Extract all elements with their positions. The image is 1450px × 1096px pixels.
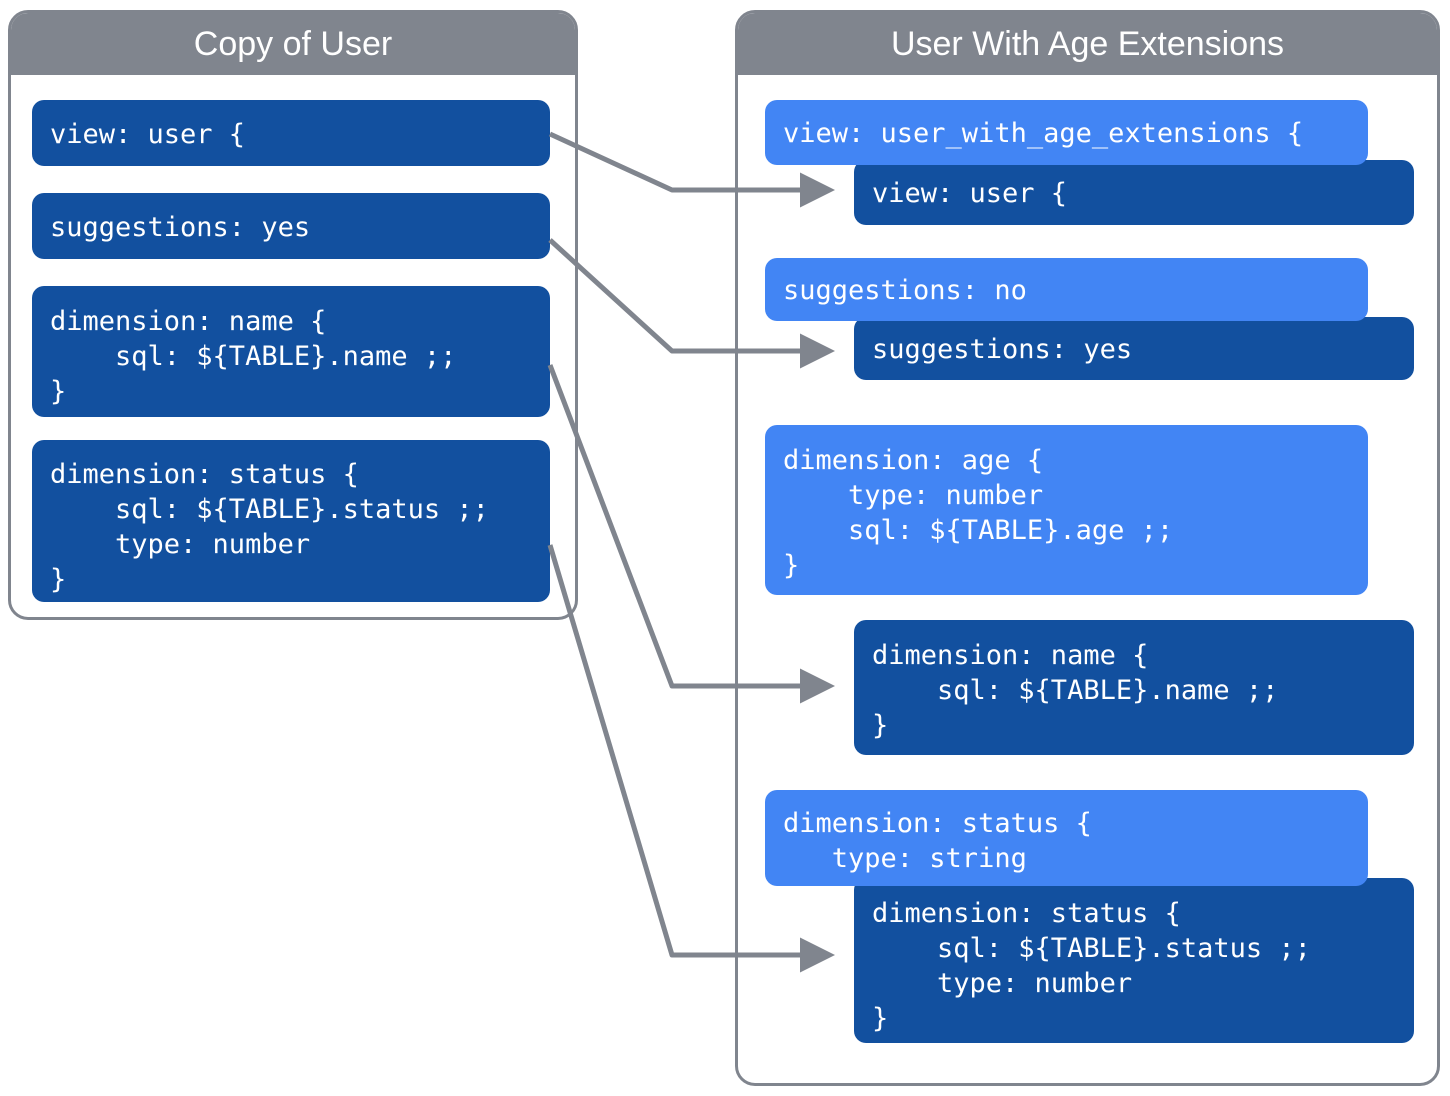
right-block-suggestions-inherited: suggestions: yes [854, 317, 1414, 380]
right-block-dimension-age-extension: dimension: age { type: number sql: ${TAB… [765, 425, 1368, 595]
panel-right-title: User With Age Extensions [738, 13, 1437, 75]
left-block-dimension-status: dimension: status { sql: ${TABLE}.status… [32, 440, 550, 602]
left-block-dimension-name: dimension: name { sql: ${TABLE}.name ;; … [32, 286, 550, 417]
right-block-dimension-name-inherited: dimension: name { sql: ${TABLE}.name ;; … [854, 620, 1414, 755]
right-block-view-declaration-extension: view: user_with_age_extensions { [765, 100, 1368, 165]
panel-left-title: Copy of User [11, 13, 575, 75]
right-block-dimension-status-inherited: dimension: status { sql: ${TABLE}.status… [854, 878, 1414, 1043]
right-block-suggestions-extension: suggestions: no [765, 258, 1368, 321]
right-block-view-declaration-inherited: view: user { [854, 160, 1414, 225]
left-block-suggestions-parameter: suggestions: yes [32, 193, 550, 259]
right-block-dimension-status-extension: dimension: status { type: string [765, 790, 1368, 886]
left-block-view-declaration: view: user { [32, 100, 550, 166]
